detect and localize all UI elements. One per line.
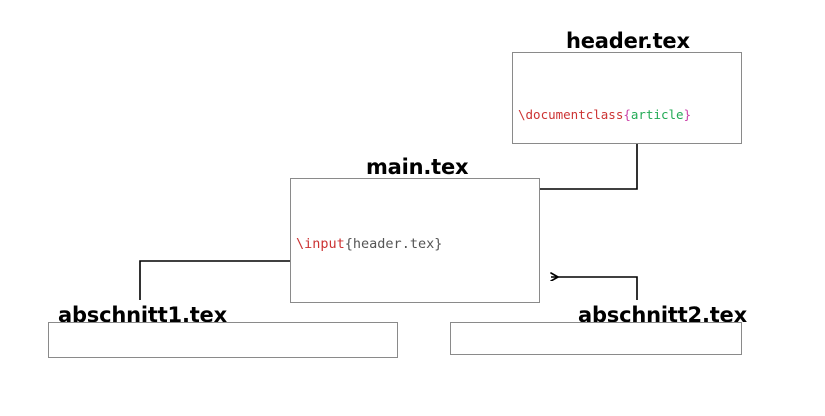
latex-command: \documentclass [518, 106, 624, 122]
brace-close: } [434, 236, 443, 253]
code-box-abschnitt1: \section{Dies ist Abschnitt 1} Hier ein … [48, 322, 398, 358]
file-title-header: header.tex [566, 29, 690, 53]
code-box-main: \input{header.tex} \begin{document} \mak… [290, 178, 540, 303]
latex-argument: header.tex [352, 236, 435, 253]
latex-argument: article [630, 106, 684, 122]
brace-open: { [623, 106, 631, 122]
code-box-abschnitt2: \section{Dies ist Abschnitt 2} Hier ein … [450, 322, 742, 355]
code-box-header: \documentclass{article} \usepackage[nger… [512, 52, 742, 144]
code-line: \documentclass{article} [518, 107, 736, 124]
brace-close: } [683, 106, 692, 122]
code-line: \input{header.tex} [296, 236, 534, 254]
file-title-main: main.tex [366, 155, 469, 179]
arrow-abschnitt2-to-main [551, 277, 638, 300]
latex-command: \input [296, 236, 345, 253]
brace-open: { [344, 236, 353, 253]
